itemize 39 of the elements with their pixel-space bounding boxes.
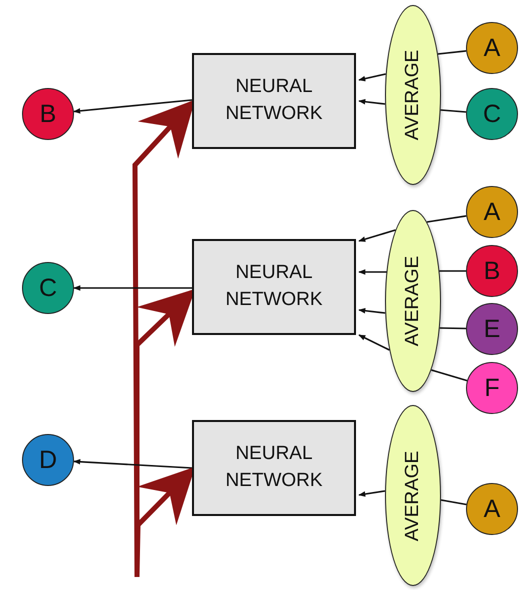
arrow (358, 308, 386, 314)
model-circle (466, 362, 518, 414)
arrow (73, 458, 192, 469)
model-circle (466, 483, 518, 535)
node-label: C (38, 274, 58, 302)
arrow (73, 99, 192, 114)
node-label: AVERAGE (402, 450, 424, 541)
process-box (192, 239, 356, 335)
node-label: A (484, 494, 500, 524)
model-circle (22, 434, 74, 486)
process-box (192, 420, 356, 516)
node-label: NEURAL NETWORK (224, 442, 324, 493)
node-label: F (484, 374, 500, 402)
model-circle (22, 88, 74, 140)
node-label: NEURAL NETWORK (224, 261, 324, 312)
node-label: AVERAGE (402, 256, 424, 346)
node-label: NEURAL NETWORK (224, 75, 324, 126)
node-label: A (484, 198, 500, 226)
node-label: A (484, 34, 500, 62)
node-label: D (38, 446, 58, 474)
node-label: AVERAGE (402, 50, 424, 140)
arrow (358, 98, 386, 105)
node-label: C (482, 100, 502, 128)
arrow (73, 285, 192, 291)
model-circle (466, 303, 518, 355)
model-circle (22, 262, 74, 314)
arrow (358, 334, 390, 351)
node-label: B (484, 256, 500, 286)
arrow (358, 490, 386, 497)
arrow (358, 229, 396, 242)
model-circle (466, 88, 518, 140)
arrow (358, 73, 386, 82)
node-label: B (40, 100, 56, 128)
node-label: E (484, 314, 500, 344)
process-box (192, 53, 356, 149)
model-circle (466, 22, 518, 74)
model-circle (466, 186, 518, 238)
arrow (358, 269, 386, 275)
model-circle (466, 245, 518, 297)
